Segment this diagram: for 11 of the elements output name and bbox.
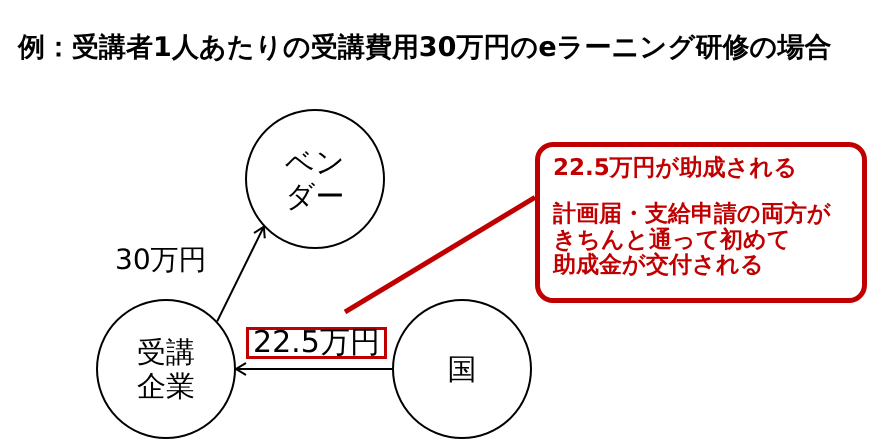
title: 例：受講者1人あたりの受講費用30万円のeラーニング研修の場合 [18,31,832,65]
arrow [235,362,392,376]
node-label: 受講企業 [136,335,196,403]
arrow [216,226,266,322]
edge-label: 22.5万円 [246,327,387,359]
callout-text: 計画届・支給申請の両方がきちんと通って初めて助成金が交付される [553,202,832,278]
leader-line [344,195,536,314]
node-label: 国 [446,352,478,386]
callout-heading: 22.5万円が助成される [553,154,798,182]
node-label: ベンダー [285,145,345,213]
callout-box [535,142,867,303]
